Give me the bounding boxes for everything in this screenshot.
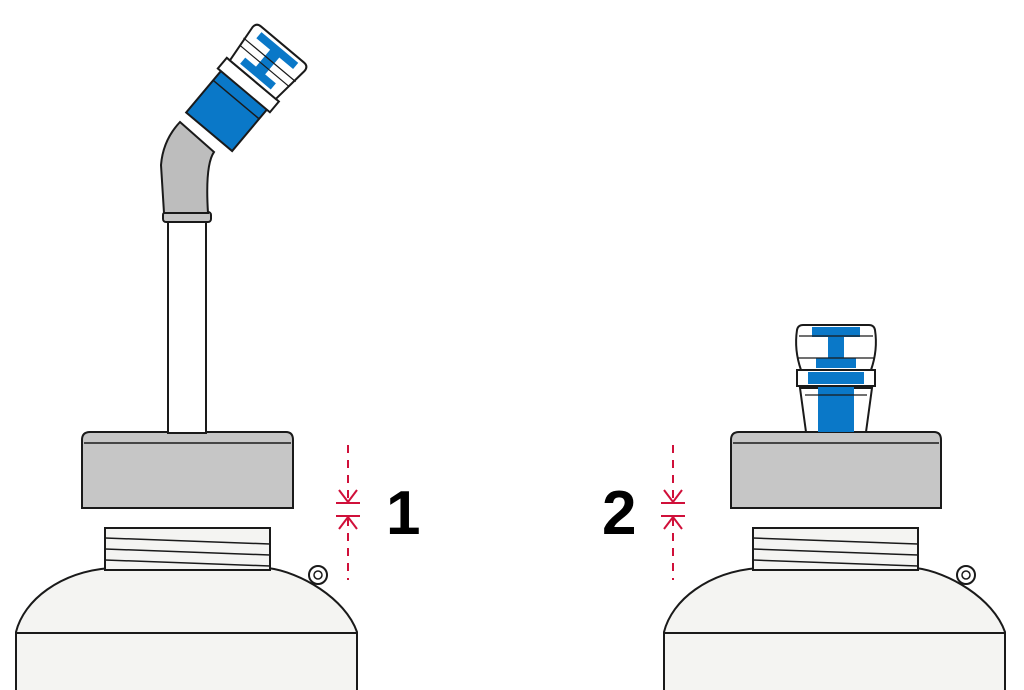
gap-arrows-2 (661, 445, 685, 580)
valve-mouthpiece (795, 324, 877, 433)
straw-tube (167, 219, 207, 434)
bottle-neck-1 (104, 527, 271, 571)
step-number-1: 1 (386, 479, 420, 548)
gap-arrows-1 (336, 445, 360, 580)
assembly-1: 1 (15, 23, 420, 690)
cap-2 (730, 431, 942, 509)
straw-elbow (159, 120, 216, 214)
bottle-body-2 (663, 565, 1006, 690)
bottle-neck-2 (752, 527, 919, 571)
bottle-body-1 (15, 565, 358, 690)
angled-mouthpiece (184, 23, 308, 153)
step-number-2: 2 (602, 479, 636, 548)
assembly-2: 2 (602, 324, 1006, 690)
cap-1 (81, 431, 294, 509)
